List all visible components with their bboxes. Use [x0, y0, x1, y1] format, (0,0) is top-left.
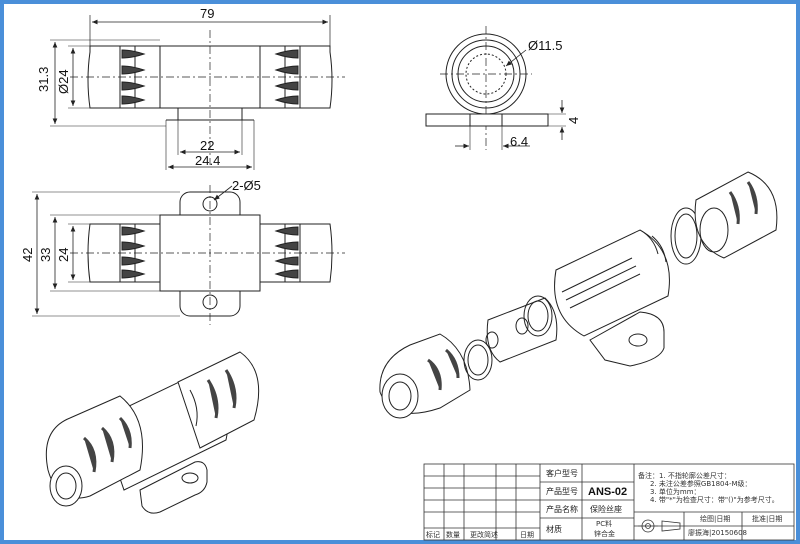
product-model-label: 产品型号: [546, 486, 578, 496]
note-line-1: 备注：1. 不指轮廓公差尺寸：: [638, 471, 731, 480]
projection-symbol-icon: [638, 519, 681, 533]
bottom-label-mark: 标记: [426, 530, 440, 539]
title-block: [423, 463, 795, 541]
title-block-text: 客户型号 产品型号 ANS-02 产品名称 保险丝座 材质 PC料 锌合金 备注…: [426, 468, 782, 539]
dim-body-height: 33: [38, 248, 53, 262]
bottom-view: [32, 185, 345, 325]
dim-inner-diameter: Ø24: [56, 69, 71, 94]
bottom-label-date: 日期: [520, 531, 534, 539]
dim-overall-length: 79: [200, 6, 214, 21]
material-label: 材质: [546, 524, 562, 534]
product-name-value: 保险丝座: [590, 504, 622, 514]
dim-cap-height: 24: [56, 248, 71, 262]
bottom-label-change: 更改简述: [470, 530, 498, 539]
drawn-label: 绘图|日期: [700, 514, 730, 523]
product-model-value: ANS-02: [588, 486, 627, 498]
exploded-view: [379, 171, 778, 419]
material-value-2: 锌合金: [594, 529, 615, 538]
approve-label: 批准|日期: [752, 514, 782, 523]
material-value-1: PC料: [596, 519, 612, 528]
note-line-2: 2. 未注公差参照GB1804-M级：: [650, 479, 752, 488]
dim-hole-diameter: Ø11.5: [528, 38, 562, 53]
product-name-label: 产品名称: [546, 504, 578, 514]
bottom-label-qty: 数量: [446, 530, 460, 539]
dim-base-outer: 24.4: [195, 153, 220, 168]
isometric-assembled: [45, 351, 260, 514]
top-view: [50, 15, 345, 170]
dim-plate-thickness: 4: [566, 117, 581, 124]
drawn-value: 廖振海|20150608: [688, 528, 747, 537]
note-line-4: 4. 带"*"为检查尺寸：带"()"为参考尺寸。: [650, 495, 779, 504]
note-line-3: 3. 单位为mm：: [650, 487, 701, 496]
dim-outer-height: 31.3: [36, 67, 51, 92]
customer-model-label: 客户型号: [546, 468, 578, 478]
dim-holes: 2-Ø5: [232, 178, 261, 193]
dim-base-inner: 22: [200, 138, 214, 153]
side-view: [425, 26, 566, 150]
dim-plate-width: 6.4: [510, 134, 528, 149]
dim-plate-height: 42: [20, 248, 35, 262]
